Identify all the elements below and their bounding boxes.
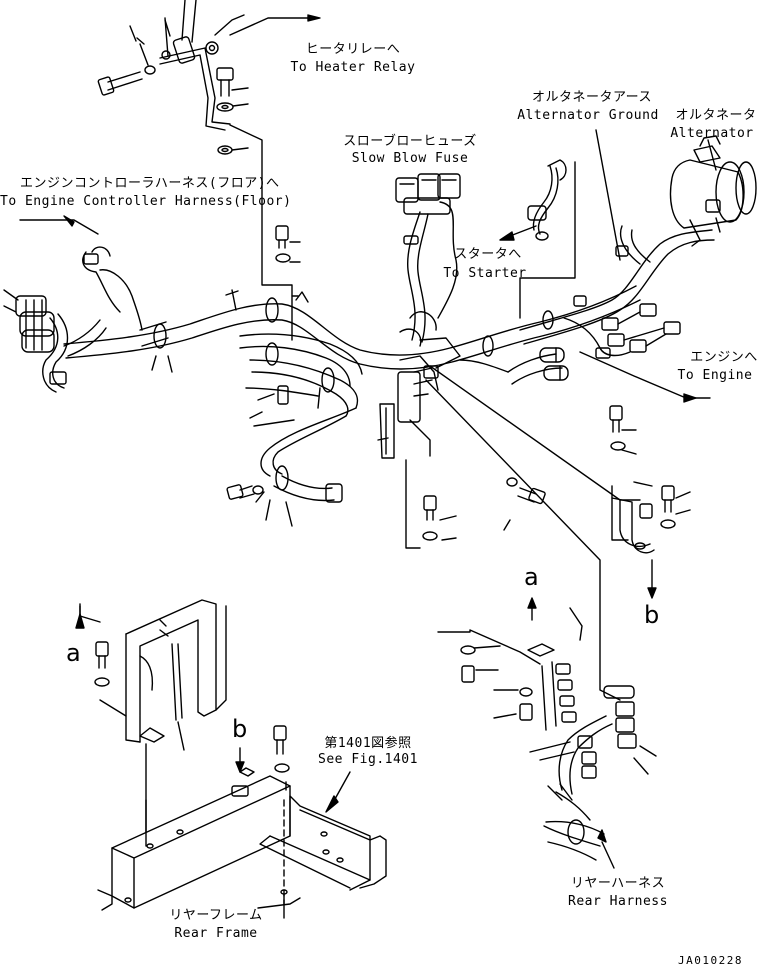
heater-relay-leader	[229, 17, 311, 36]
engine-en-label: To Engine	[677, 368, 753, 383]
alternator-leader	[707, 139, 717, 171]
relay-holder	[437, 597, 583, 731]
fig-ref-jp-label: 第1401図参照	[324, 736, 412, 751]
engine-controller-en-label: To Engine Controller Harness(Floor)	[0, 194, 292, 209]
heater-relay-en-label: To Heater Relay	[290, 60, 416, 75]
heater-relay-arrow	[307, 14, 321, 22]
rear-harness	[529, 685, 657, 861]
left-bracket	[75, 599, 227, 751]
rear-frame-en-label: Rear Frame	[174, 926, 258, 941]
rear-harness-jp-label: リヤーハーネス	[570, 876, 666, 891]
heater-relay-bracket	[97, 0, 293, 341]
view-a-top-label: a	[524, 563, 540, 591]
engine-jp-label: エンジンへ	[690, 350, 758, 365]
engine-arrow	[683, 393, 697, 403]
view-b-right-label: b	[644, 601, 660, 629]
alternator-jp-label: オルタネータ	[675, 108, 757, 123]
rear-harness-arrow	[597, 829, 607, 843]
center-junction	[377, 311, 461, 459]
alternator	[669, 135, 757, 247]
rear-harness-leader	[601, 841, 615, 869]
engine-controller-connectors	[3, 246, 143, 393]
engine-controller-leader	[19, 219, 99, 235]
slow-blow-jp-label: スローブローヒューズ	[343, 134, 477, 149]
rear-frame-leader	[257, 897, 301, 909]
slow-blow-en-label: Slow Blow Fuse	[351, 151, 469, 166]
alternator-harness	[482, 225, 715, 359]
drawing-code: JA010228	[678, 954, 743, 967]
heater-relay-jp-label: ヒータリレーへ	[305, 42, 401, 57]
engine-controller-arrow	[63, 215, 75, 227]
rear-harness-en-label: Rear Harness	[568, 894, 668, 909]
starter-pointer	[509, 225, 537, 237]
rear-frame-jp-label: リヤーフレーム	[169, 908, 263, 923]
fig-ref-arrow	[325, 795, 339, 813]
b-bracket	[611, 485, 691, 554]
alt-ground-leader	[595, 129, 621, 261]
starter-jp-label: スタータへ	[454, 247, 522, 262]
starter-lead	[527, 159, 567, 241]
alternator-ground-en-label: Alternator Ground	[517, 108, 659, 123]
starter-connectors	[459, 347, 569, 385]
slow-blow-fuse	[395, 173, 461, 343]
main-harness	[63, 285, 641, 503]
b-down-arrow	[235, 761, 245, 773]
b-arrow-head	[647, 587, 657, 599]
starter-en-label: To Starter	[443, 266, 527, 281]
fig-ref-en-label: See Fig.1401	[318, 752, 418, 767]
alternator-en-label: Alternator	[670, 126, 754, 141]
engine-controller-jp-label: エンジンコントローラハーネス(フロア)へ	[20, 176, 280, 191]
view-b-bottom-label: b	[232, 715, 248, 743]
starter-leader	[519, 161, 576, 319]
view-a-left-label: a	[66, 639, 82, 667]
engine-leader	[579, 351, 711, 399]
bolts-washers	[226, 225, 626, 541]
alternator-ground-jp-label: オルタネータアース	[531, 90, 653, 105]
starter-arrow	[499, 231, 515, 241]
